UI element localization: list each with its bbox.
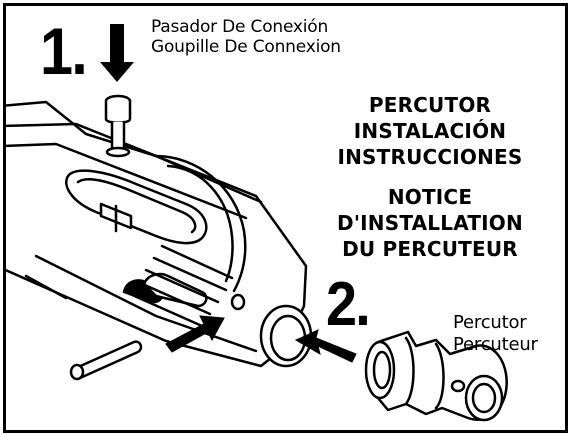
striker-labels: Percutor Percuteur <box>453 312 538 356</box>
loose-pin <box>69 340 143 381</box>
trigger-frame <box>154 154 247 293</box>
spanish-title-line: INSTALACIÓN <box>353 119 507 143</box>
connection-pin-labels: Pasador De Conexión Goupille De Connexio… <box>151 17 341 57</box>
french-title-line: DU PERCUTEUR <box>342 237 518 261</box>
striker-part <box>364 330 508 422</box>
receiver-bore <box>259 304 313 368</box>
spanish-title-line: PERCUTOR <box>368 93 492 117</box>
step-1-number: 1. <box>40 14 88 88</box>
french-title-line: D'INSTALLATION <box>337 211 523 235</box>
connection-pin-label-fr: Goupille De Connexion <box>151 37 341 57</box>
down-arrow-icon <box>100 24 134 82</box>
marker-illustration <box>6 24 508 422</box>
insert-arrow-icon <box>165 315 225 353</box>
receiver-window <box>65 169 208 245</box>
french-title: NOTICE D'INSTALLATION DU PERCUTEUR <box>315 184 545 262</box>
striker-label-es: Percutor <box>453 312 527 333</box>
grip-fins <box>122 244 234 328</box>
connection-pin-label-es: Pasador De Conexión <box>151 17 329 37</box>
french-title-line: NOTICE <box>387 185 473 209</box>
step-2-number: 2. <box>326 270 371 339</box>
connection-pin <box>104 94 132 158</box>
spanish-title: PERCUTOR INSTALACIÓN INSTRUCCIONES <box>315 92 545 170</box>
insert-arrow-icon <box>294 329 357 363</box>
striker-label-fr: Percuteur <box>453 334 538 355</box>
diagram-frame: 1. Pasador De Conexión Goupille De Conne… <box>3 3 568 433</box>
spanish-title-line: INSTRUCCIONES <box>337 145 523 169</box>
